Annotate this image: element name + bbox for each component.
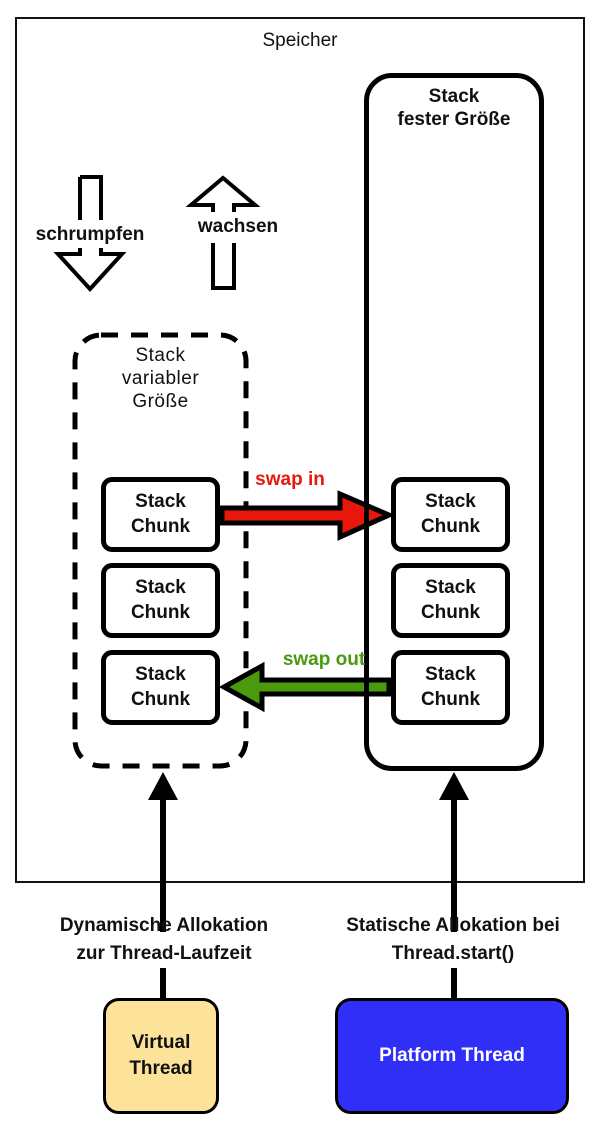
chunk-label-line2: Chunk [420,601,481,623]
static-allocation-label: Statische Allokation bei Thread.start() [308,912,598,967]
virtual-thread-line1: Virtual [131,1032,191,1054]
dynamic-allocation-line1: Dynamische Allokation [59,915,269,936]
chunk-label-line1: Stack [425,576,476,598]
static-allocation-arrowhead [439,772,469,800]
variable-stack-title-line2: variabler [121,367,200,389]
virtual-thread-line2: Thread [129,1058,193,1079]
fixed-stack-title: Stack fester Größe [364,86,544,132]
swap-out-label: swap out [282,649,366,670]
variable-stack-title: Stack variabler Größe [75,345,246,413]
shrink-arrow-icon [53,175,127,292]
chunk-label-line1: Stack [135,576,186,598]
shrink-label: schrumpfen [20,224,160,247]
chunk-label-line1: Stack [425,663,476,685]
chunk-label-line2: Chunk [420,688,481,710]
virtual-thread-box: Virtual Thread [103,998,219,1114]
chunk-label-line1: Stack [135,663,186,685]
fixed-stack-title-line2: fester Größe [397,108,511,130]
chunk-label-line1: Stack [135,490,186,512]
chunk-label-line2: Chunk [420,515,481,537]
dynamic-allocation-label: Dynamische Allokation zur Thread-Laufzei… [20,912,308,967]
memory-title: Speicher [262,30,338,51]
chunk-label-line2: Chunk [130,601,191,623]
static-allocation-line2: Thread.start() [391,942,515,964]
variable-stack-title-line1: Stack [135,345,186,366]
chunk-label-line2: Chunk [130,688,191,710]
platform-thread-label: Platform Thread [379,1045,525,1067]
dynamic-allocation-line2: zur Thread-Laufzeit [76,942,252,964]
static-allocation-line1: Statische Allokation bei [346,915,560,936]
variable-stack-border [72,332,249,769]
variable-stack-title-line3: Größe [132,390,189,412]
chunk-label-line1: Stack [425,490,476,512]
grow-label: wachsen [183,216,293,239]
fixed-stack [364,73,544,771]
fixed-stack-title-line1: Stack [428,86,480,107]
dynamic-allocation-arrowhead [148,772,178,800]
swap-in-label: swap in [255,469,325,490]
platform-thread-box: Platform Thread [335,998,569,1114]
grow-arrow-icon [185,175,261,290]
memory-region [15,17,585,883]
chunk-label-line2: Chunk [130,515,191,537]
